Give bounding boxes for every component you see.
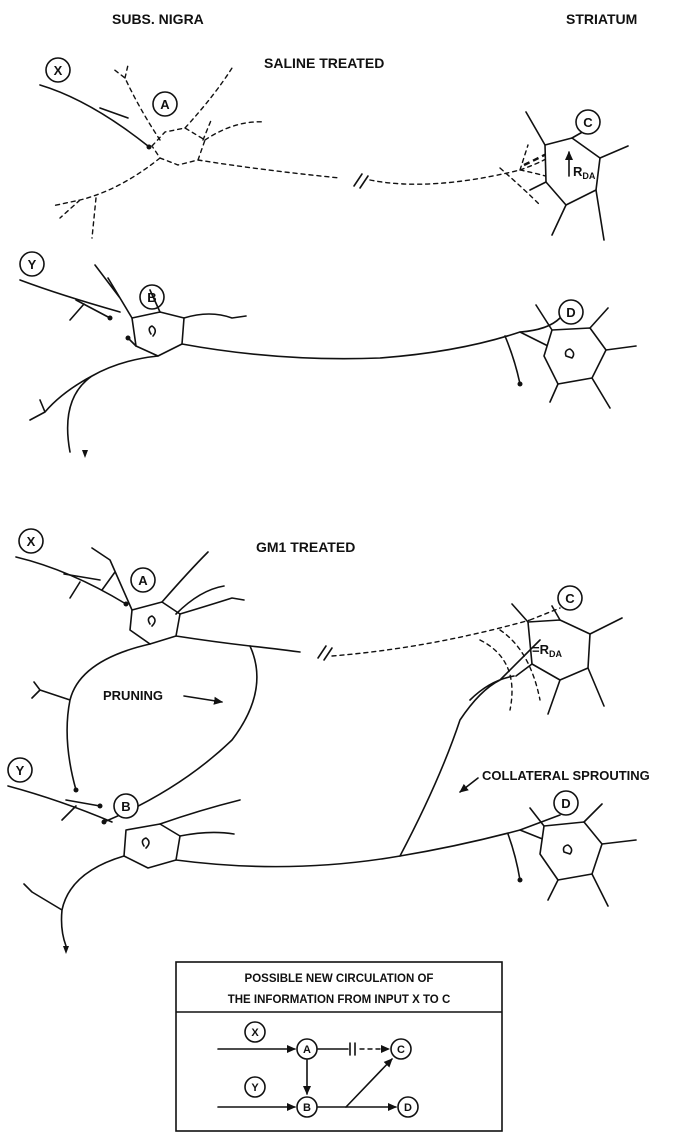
- neuron-a-label: A: [138, 573, 148, 588]
- schema-node-x-label: X: [251, 1027, 259, 1039]
- input-y-label: Y: [16, 763, 25, 778]
- pruning-label: PRUNING: [103, 688, 163, 703]
- collateral-terminal: [82, 450, 88, 458]
- axon-b: [176, 815, 560, 880]
- neuron-c-label: C: [565, 591, 575, 606]
- axon-a: [176, 636, 300, 652]
- input-y-axon: [20, 280, 120, 312]
- synapse-terminal: [518, 878, 523, 883]
- axon-a-dashed-left: [198, 160, 340, 178]
- neuron-d-label: D: [566, 305, 575, 320]
- synapse-terminal: [98, 804, 103, 809]
- neuron-d-saline: D: [536, 300, 636, 408]
- input-x-gm1: X: [16, 529, 129, 607]
- neuron-d-gm1: D: [530, 791, 636, 906]
- synapse-terminal: [147, 145, 152, 150]
- neuron-c-saline: C RDA: [526, 110, 628, 240]
- schema-node-c-label: C: [397, 1044, 405, 1056]
- neuron-b-body: [132, 312, 184, 356]
- dendrite-dashed: [52, 158, 160, 238]
- sprouting-arrow: [460, 778, 478, 792]
- neuron-b-body: [124, 824, 180, 868]
- input-x-saline: X: [40, 58, 152, 150]
- neuron-b-collaterals: [24, 856, 124, 946]
- schema-node-a-label: A: [303, 1044, 311, 1056]
- schema-cut-mark: [350, 1043, 355, 1055]
- neuron-b-dendrites: [95, 265, 246, 318]
- neuron-a-body-dashed: [152, 128, 205, 165]
- schema-node-d-label: D: [404, 1102, 412, 1114]
- input-y-saline: Y: [20, 252, 120, 321]
- pruning-arrow: [184, 696, 222, 702]
- synapse-terminal: [518, 382, 523, 387]
- saline-title: SALINE TREATED: [264, 55, 384, 71]
- neuron-a-dendrites: [92, 548, 244, 614]
- input-x-branch: [100, 108, 128, 118]
- dendrite-dashed: [185, 68, 232, 128]
- axon-cut-mark: [354, 174, 368, 188]
- neuron-a-gm1: A: [32, 548, 560, 825]
- input-y-label: Y: [28, 257, 37, 272]
- striatum-label: STRIATUM: [566, 11, 637, 27]
- axon-a-dashed: [332, 608, 560, 710]
- neuron-a-label: A: [160, 97, 170, 112]
- synapse-terminal: [126, 336, 131, 341]
- schema-node-b-label: B: [303, 1102, 311, 1114]
- neuron-c-gm1: C =RDA: [512, 586, 622, 714]
- neuron-d-body: [544, 328, 606, 384]
- synapse-terminal: [108, 316, 113, 321]
- neuron-a-saline: A: [52, 65, 565, 238]
- input-y-gm1: Y: [8, 758, 112, 822]
- subs-nigra-label: SUBS. NIGRA: [112, 11, 204, 27]
- schema-title-line2: THE INFORMATION FROM INPUT X TO C: [228, 994, 451, 1006]
- schema-arrow-b-c: [346, 1059, 392, 1107]
- input-x-label: X: [27, 534, 36, 549]
- input-x-label: X: [54, 63, 63, 78]
- synapse-terminal: [74, 788, 79, 793]
- circulation-schema-box: POSSIBLE NEW CIRCULATION OF THE INFORMAT…: [176, 962, 502, 1131]
- neuron-d-label: D: [561, 796, 570, 811]
- axon-a-dashed-right: [370, 170, 520, 184]
- schema-node-y-label: Y: [251, 1082, 259, 1094]
- axon-cut-mark: [318, 646, 332, 660]
- schema-title-line1: POSSIBLE NEW CIRCULATION OF: [245, 973, 434, 985]
- neuron-a-collateral: [32, 644, 150, 790]
- sprouting-label: COLLATERAL SPROUTING: [482, 768, 650, 783]
- neuron-b-collaterals: [30, 356, 158, 452]
- axon-b: [182, 318, 560, 384]
- collateral-terminal: [63, 946, 69, 954]
- dendrite-dashed: [203, 118, 212, 140]
- neuron-b-saline: B: [30, 265, 563, 458]
- input-x-axon: [40, 85, 148, 146]
- neuron-c-label: C: [583, 115, 593, 130]
- collateral-sprout: [400, 640, 540, 856]
- input-y-axon: [8, 786, 112, 822]
- neuron-b-label: B: [121, 799, 130, 814]
- dendrite-dashed: [205, 122, 265, 140]
- gm1-title: GM1 TREATED: [256, 539, 355, 555]
- schema-box-frame: [176, 962, 502, 1131]
